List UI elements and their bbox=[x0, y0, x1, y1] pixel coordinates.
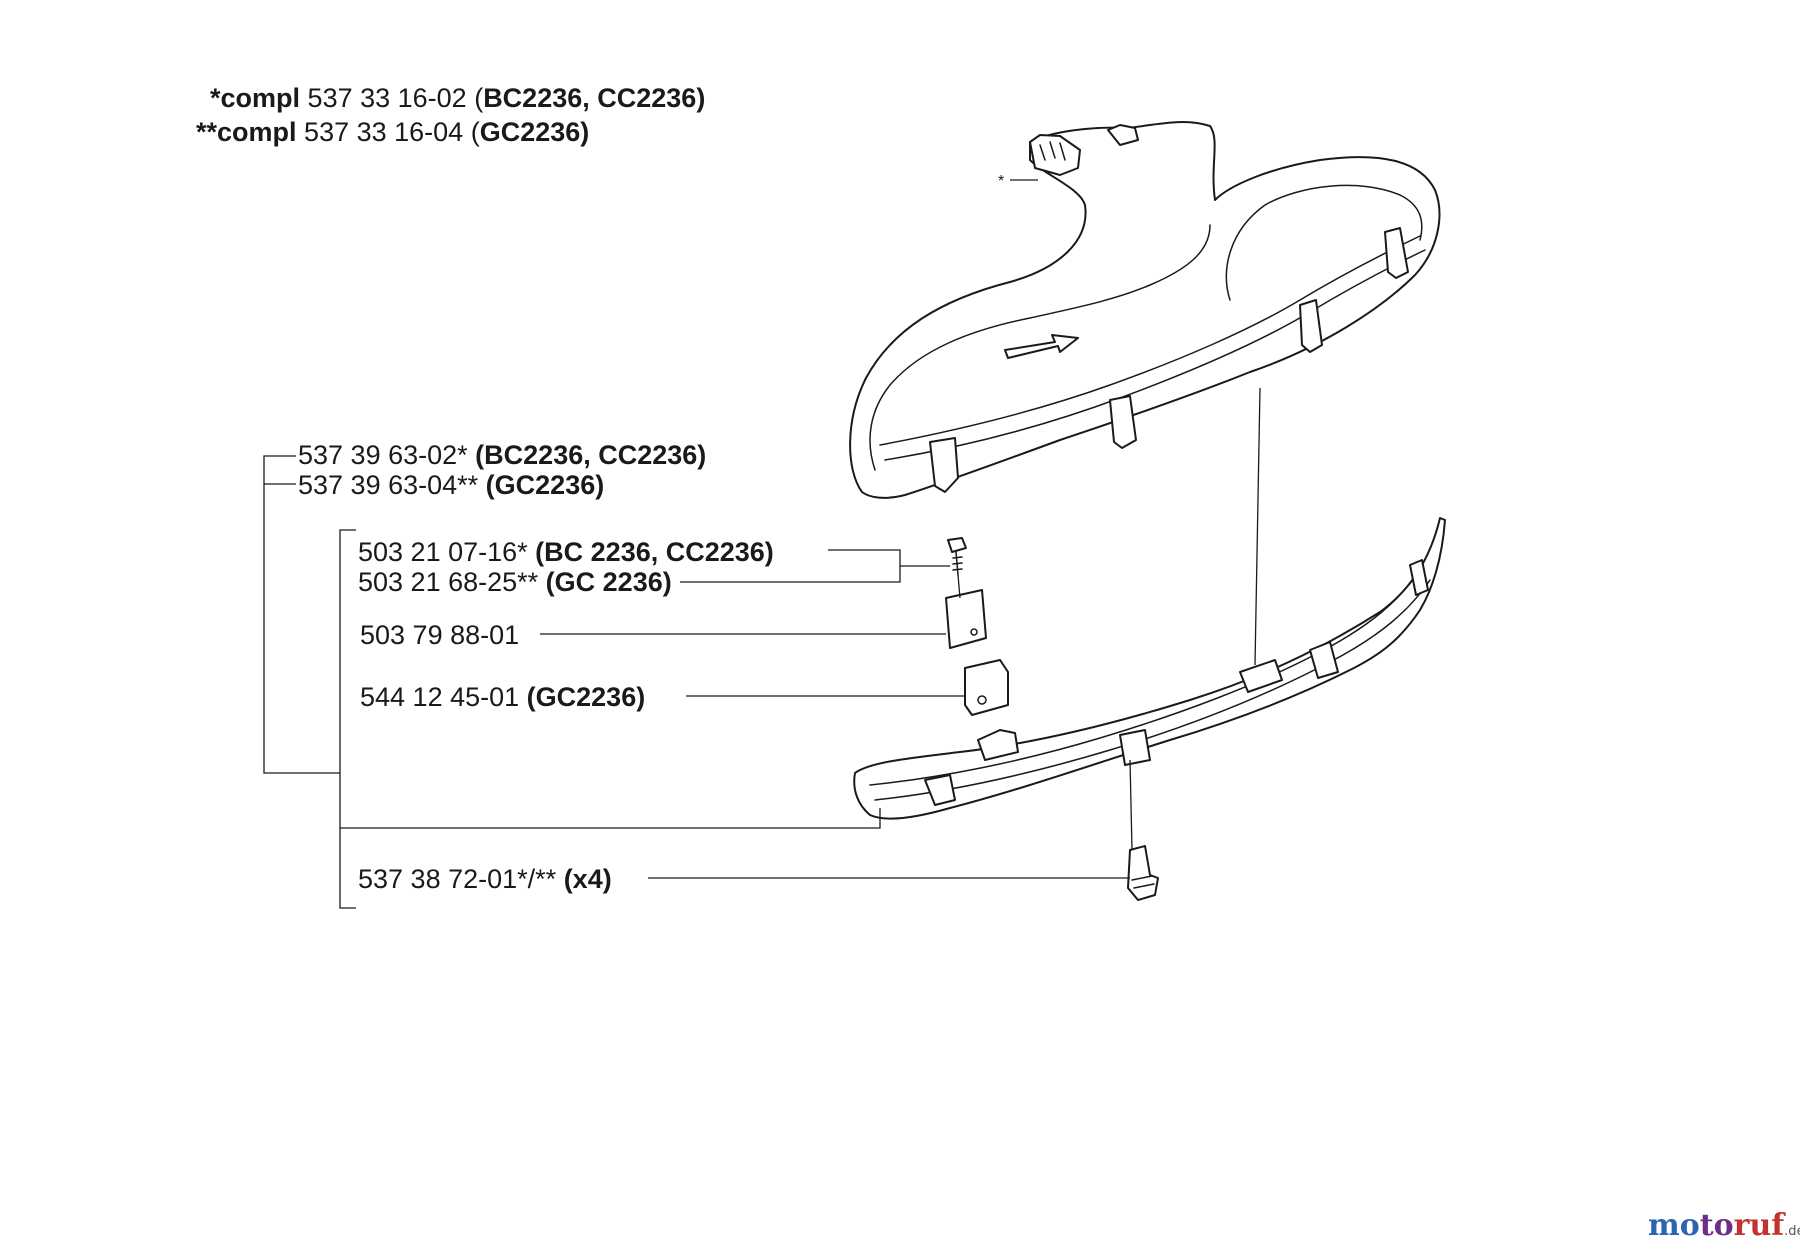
lower-guard-mount-block bbox=[1239, 659, 1283, 693]
assembly-header-2: **compl 537 33 16-04 (GC2236) bbox=[196, 117, 590, 147]
callout-5-models: (GC2236) bbox=[526, 682, 646, 712]
callout-5-number: 544 12 45-01 bbox=[360, 682, 520, 712]
callout-plate: 503 79 88-01 bbox=[360, 620, 519, 650]
header-2-prefix: **compl bbox=[196, 117, 297, 147]
guard-clip-4 bbox=[1384, 227, 1409, 279]
callout-2-number: 503 21 07-16* bbox=[358, 537, 528, 567]
lower-guard-knife-mount bbox=[977, 729, 1019, 761]
guard-clip-1 bbox=[929, 437, 959, 493]
lower-guard-flange bbox=[869, 569, 1421, 786]
lower-clip-1 bbox=[924, 774, 956, 806]
callout-screw-gc: 503 21 68-25** (GC 2236) bbox=[358, 567, 672, 597]
guard-lower-flange bbox=[879, 235, 1421, 446]
knife-body bbox=[964, 659, 1009, 716]
motoruf-watermark-logo: motoruf.de bbox=[1648, 1208, 1800, 1243]
star-marker: * bbox=[998, 173, 1004, 190]
outer-bracket bbox=[263, 455, 340, 774]
knife-part bbox=[964, 659, 1009, 716]
header-1-number: 537 33 16-02 bbox=[307, 83, 467, 113]
leader-lower-guard bbox=[340, 808, 881, 829]
callout-guard-gc: 537 39 63-04** (GC2236) bbox=[298, 470, 604, 500]
trimmer-guard-upper: * bbox=[849, 121, 1441, 499]
mount-bracket-ribs bbox=[1039, 141, 1066, 161]
header-1-prefix: *compl bbox=[210, 83, 301, 113]
watermark-part-1: mo bbox=[1648, 1208, 1700, 1243]
callout-0-models: (BC2236, CC2236) bbox=[475, 440, 707, 470]
watermark-part-2: to bbox=[1699, 1208, 1734, 1243]
callout-1-number: 537 39 63-04** bbox=[298, 470, 479, 500]
guard-clip-3 bbox=[1299, 299, 1323, 353]
header-2-number: 537 33 16-04 bbox=[304, 117, 464, 147]
trimmer-guard-lower bbox=[853, 517, 1446, 820]
guard-mount-bracket bbox=[1029, 134, 1081, 176]
lower-clip-3 bbox=[1309, 641, 1339, 679]
guard-top-tab bbox=[1107, 124, 1139, 146]
callout-3-number: 503 21 68-25** bbox=[358, 567, 539, 597]
knife-hole bbox=[977, 695, 987, 705]
callout-knife: 544 12 45-01 (GC2236) bbox=[360, 682, 645, 712]
watermark-part-3: ruf bbox=[1733, 1208, 1785, 1243]
knife-side bbox=[999, 659, 1009, 706]
inner-bracket bbox=[339, 529, 356, 909]
rotation-arrow-icon bbox=[1004, 334, 1079, 359]
screw-guide-line bbox=[957, 574, 961, 599]
guard-inner-rim bbox=[869, 224, 1211, 471]
plate-body bbox=[945, 589, 987, 649]
plate-part bbox=[945, 589, 987, 649]
callout-4-number: 503 79 88-01 bbox=[360, 620, 520, 650]
clip-part bbox=[1127, 759, 1159, 901]
plate-hole bbox=[970, 628, 978, 636]
leader-lines bbox=[263, 455, 1130, 909]
callout-guard-bc-cc: 537 39 63-02* (BC2236, CC2236) bbox=[298, 440, 706, 470]
callout-6-models: (x4) bbox=[563, 864, 612, 894]
assembly-header-1: *compl 537 33 16-02 (BC2236, CC2236) bbox=[210, 83, 706, 113]
lower-clip-4 bbox=[1409, 559, 1429, 596]
callout-6-number: 537 38 72-01*/** bbox=[358, 864, 557, 894]
assembly-axis-line bbox=[1254, 387, 1261, 666]
callout-clip: 537 38 72-01*/** (x4) bbox=[358, 864, 612, 894]
header-2-models: GC2236 bbox=[479, 117, 581, 147]
callout-3-models: (GC 2236) bbox=[545, 567, 672, 597]
watermark-tld: .de bbox=[1784, 1224, 1800, 1239]
screw-thread bbox=[952, 551, 963, 576]
callout-2-models: (BC 2236, CC2236) bbox=[535, 537, 774, 567]
callout-1-models: (GC2236) bbox=[485, 470, 605, 500]
clip-axis-line bbox=[1129, 759, 1133, 851]
header-1-models: BC2236, CC2236 bbox=[483, 83, 697, 113]
clip-body bbox=[1127, 845, 1159, 901]
screw-head bbox=[947, 537, 967, 553]
clip-ribs bbox=[1131, 875, 1155, 889]
guard-clip-2 bbox=[1109, 395, 1137, 449]
lower-guard-body bbox=[853, 517, 1446, 820]
guard-lower-flange-2 bbox=[884, 249, 1426, 461]
guard-inner-rim-right bbox=[1225, 184, 1423, 301]
screw-part bbox=[947, 537, 967, 576]
lower-guard-flange-2 bbox=[874, 579, 1431, 801]
callout-0-number: 537 39 63-02* bbox=[298, 440, 468, 470]
lower-clip-2 bbox=[1119, 729, 1151, 766]
callout-screw-bc-cc: 503 21 07-16* (BC 2236, CC2236) bbox=[358, 537, 774, 567]
